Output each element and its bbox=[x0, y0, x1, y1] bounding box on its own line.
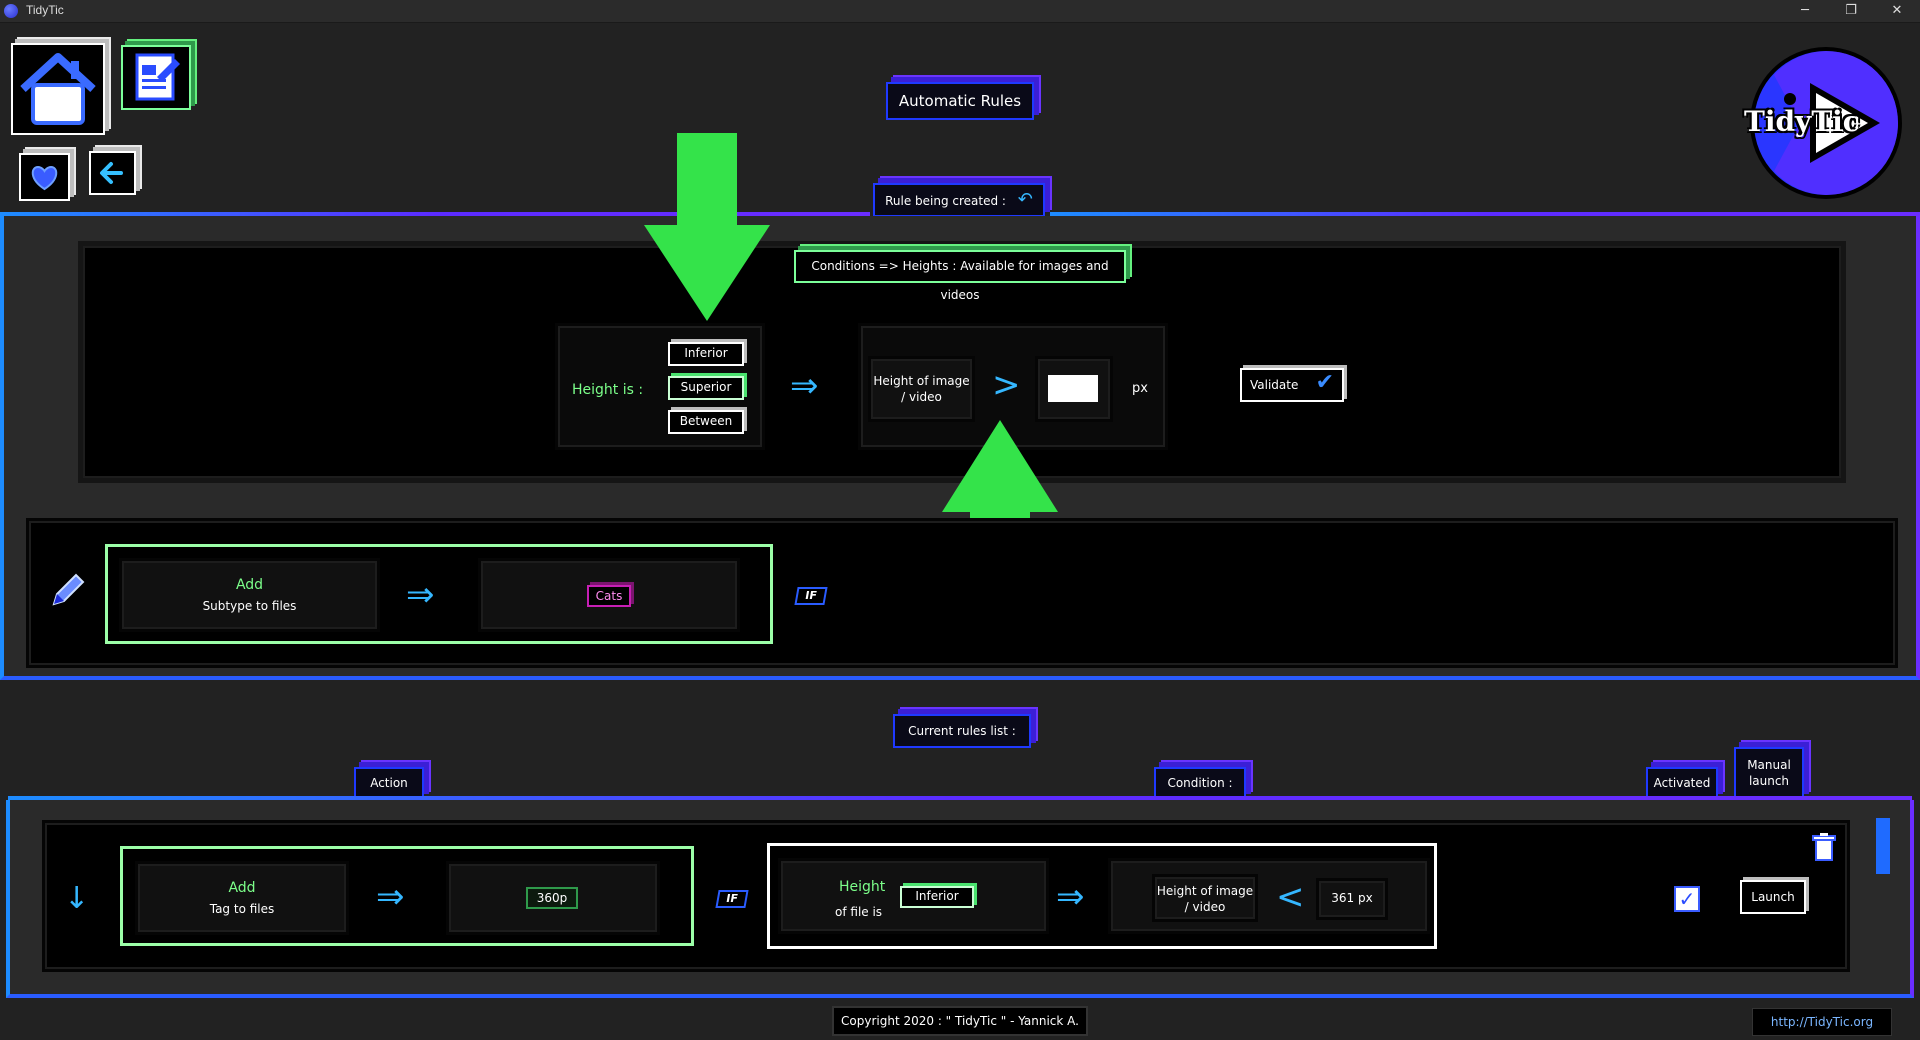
delete-icon[interactable] bbox=[1810, 832, 1838, 866]
window-title: TidyTic bbox=[26, 3, 64, 17]
subtype-label: Subtype to files bbox=[202, 599, 297, 613]
close-button[interactable]: ✕ bbox=[1891, 3, 1903, 18]
tag-label: Tag to files bbox=[209, 902, 275, 916]
column-condition: Condition : bbox=[1154, 767, 1246, 799]
arrow-right-icon: ⇒ bbox=[1056, 877, 1085, 917]
scrollbar-thumb[interactable] bbox=[1876, 818, 1890, 874]
logo-text: TidyTic bbox=[1744, 105, 1860, 138]
arrow-left-icon bbox=[100, 162, 123, 184]
column-manual-launch: Manual launch bbox=[1734, 747, 1804, 799]
copyright-text: Copyright 2020 : " TidyTic " - Yannick A… bbox=[832, 1006, 1088, 1036]
heart-icon bbox=[31, 165, 58, 191]
favorites-button[interactable] bbox=[19, 153, 70, 201]
validate-label: Validate bbox=[1250, 378, 1299, 392]
website-link[interactable]: http://TidyTic.org bbox=[1752, 1008, 1892, 1036]
logo-icon bbox=[1750, 47, 1902, 199]
rules-editor-button[interactable] bbox=[121, 45, 191, 110]
add-subtype-box: Add Subtype to files bbox=[119, 558, 380, 632]
document-edit-icon bbox=[135, 53, 180, 101]
highlight-arrow-down-icon bbox=[644, 133, 770, 321]
height-label: Height bbox=[839, 879, 886, 895]
height-is-label: Height is : bbox=[572, 382, 644, 398]
validate-button[interactable]: Validate ✔ bbox=[1240, 368, 1344, 402]
arrow-right-icon: ⇒ bbox=[790, 366, 819, 406]
checkmark-icon: ✓ bbox=[1678, 887, 1696, 911]
less-than-icon: < bbox=[1276, 877, 1305, 917]
column-action: Action bbox=[354, 767, 424, 799]
undo-icon[interactable]: ↶ bbox=[1017, 189, 1033, 210]
add-label: Add bbox=[228, 880, 256, 896]
launch-button[interactable]: Launch bbox=[1740, 880, 1806, 914]
add-label: Add bbox=[235, 577, 264, 593]
home-button[interactable] bbox=[11, 43, 105, 135]
option-inferior[interactable]: Inferior bbox=[668, 342, 744, 366]
rule-being-created-text: Rule being created : bbox=[885, 194, 1006, 208]
greater-than-icon: > bbox=[992, 365, 1021, 405]
tag-value-badge[interactable]: 360p bbox=[526, 887, 578, 909]
arrow-right-icon: ⇒ bbox=[376, 877, 405, 917]
if-badge: IF bbox=[715, 890, 749, 908]
activated-checkbox[interactable]: ✓ bbox=[1674, 886, 1700, 912]
back-button[interactable] bbox=[89, 151, 136, 195]
home-icon bbox=[20, 53, 96, 125]
page-title: Automatic Rules bbox=[886, 82, 1034, 120]
divider-line bbox=[1050, 212, 1920, 216]
tidytic-logo: TidyTic bbox=[1740, 43, 1904, 203]
option-superior[interactable]: Superior bbox=[668, 376, 744, 400]
restore-button[interactable]: ❐ bbox=[1845, 3, 1857, 18]
arrow-down-icon[interactable]: ↓ bbox=[64, 881, 90, 916]
option-between[interactable]: Between bbox=[668, 410, 744, 434]
divider-line bbox=[8, 796, 1912, 800]
unit-label: px bbox=[1132, 381, 1148, 396]
if-badge: IF bbox=[794, 587, 828, 605]
rule-being-created-label: Rule being created : ↶ bbox=[873, 183, 1045, 217]
value-label: 361 px bbox=[1316, 878, 1388, 920]
of-file-label: of file is bbox=[835, 905, 883, 919]
add-tag-box: Add Tag to files bbox=[135, 861, 349, 935]
minimize-button[interactable]: ─ bbox=[1801, 3, 1809, 18]
app-icon bbox=[4, 4, 18, 18]
current-rules-title: Current rules list : bbox=[893, 714, 1031, 748]
divider-line bbox=[0, 212, 870, 216]
subtype-value-badge[interactable]: Cats bbox=[587, 585, 631, 607]
pencil-icon[interactable] bbox=[48, 570, 88, 614]
title-bar: TidyTic ─ ❐ ✕ bbox=[0, 0, 1920, 23]
height-of-label: Height of image / video bbox=[1152, 874, 1258, 922]
height-value-input[interactable] bbox=[1048, 375, 1098, 402]
column-activated: Activated bbox=[1646, 767, 1718, 799]
height-of-label: Height of image / video bbox=[868, 356, 975, 422]
height-condition-box: Height of file is bbox=[778, 858, 1049, 934]
arrow-right-icon: ⇒ bbox=[406, 575, 435, 615]
conditions-title: Conditions => Heights : Available for im… bbox=[794, 250, 1126, 302]
comparison-badge[interactable]: Inferior bbox=[900, 886, 974, 908]
checkmark-icon: ✔ bbox=[1315, 370, 1334, 395]
